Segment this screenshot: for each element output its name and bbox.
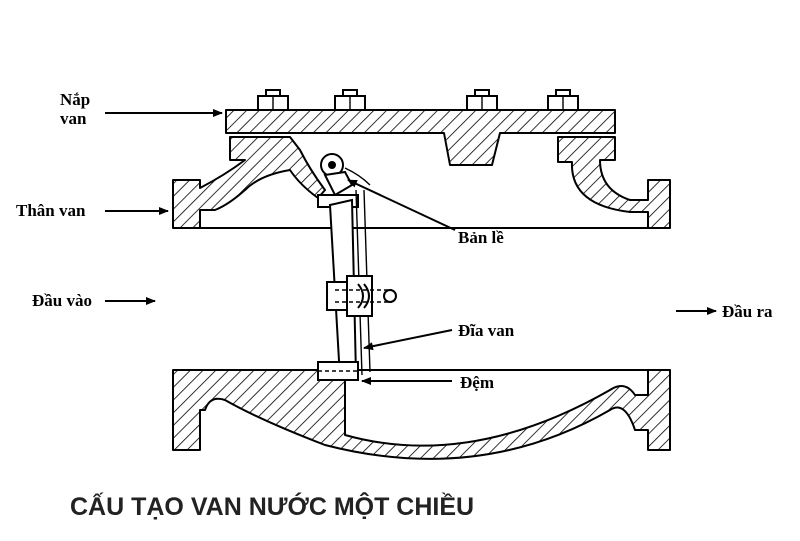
hinge xyxy=(320,153,371,197)
cover-bolts xyxy=(257,89,579,111)
valve-cover xyxy=(225,109,616,166)
diagram-caption: CẤU TẠO VAN NƯỚC MỘT CHIỀU xyxy=(70,491,474,521)
label-dau-ra: Đầu ra xyxy=(722,302,773,321)
label-dia-van: Đĩa van xyxy=(458,321,515,340)
valve-disc xyxy=(317,189,397,380)
body-lower xyxy=(172,369,671,460)
label-than-van: Thân van xyxy=(16,201,86,220)
leader-lines xyxy=(105,109,717,385)
bolt xyxy=(257,89,289,111)
seat-gasket xyxy=(317,361,359,381)
label-dem: Đệm xyxy=(460,373,494,392)
body-upper-left xyxy=(172,136,326,229)
arrow-ban-le xyxy=(347,179,456,231)
label-nap-van-line1: Nắp xyxy=(60,90,90,109)
arrow-dia-van xyxy=(363,329,453,351)
bolt xyxy=(334,89,366,111)
label-nap-van-line2: van xyxy=(60,109,87,128)
bolt xyxy=(547,89,579,111)
label-ban-le: Bản lề xyxy=(458,228,504,247)
label-dau-vao: Đầu vào xyxy=(32,291,92,310)
bolt xyxy=(466,89,498,111)
body-upper-right xyxy=(557,136,671,229)
